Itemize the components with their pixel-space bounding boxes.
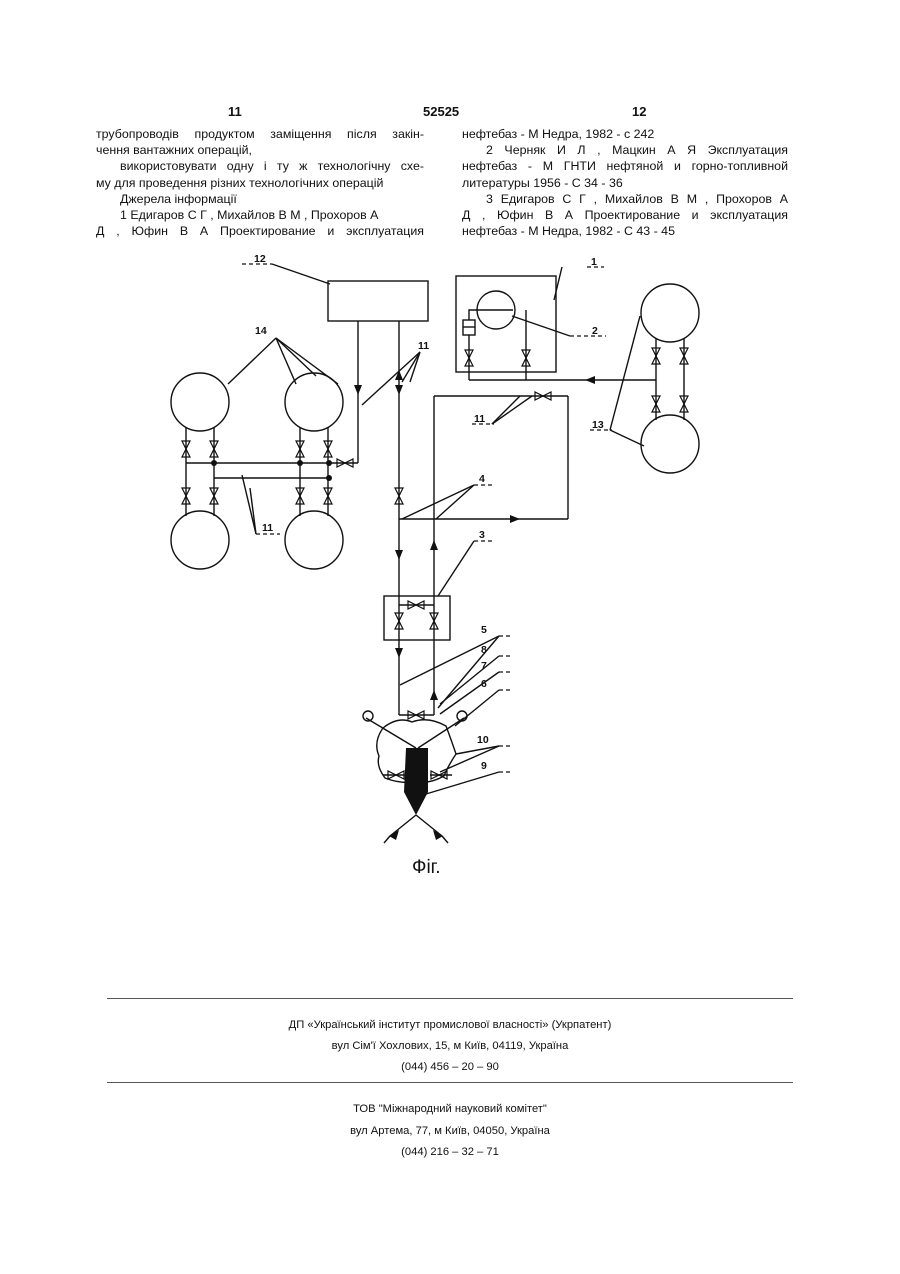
label-2: 2: [592, 325, 598, 337]
reference-item: нефтебаз - М Недра, 1982 - С 43 - 45: [462, 223, 788, 239]
patent-number: 52525: [423, 104, 459, 119]
unit-1-box: [456, 276, 556, 372]
label-7: 7: [481, 660, 487, 672]
label-11-top: 11: [418, 340, 429, 352]
label-4: 4: [479, 473, 485, 485]
divider-bottom: [107, 1082, 793, 1083]
reference-item: 1 Едигаров С Г , Михайлов В М , Прохоров…: [96, 207, 424, 223]
label-9: 9: [481, 760, 487, 772]
label-3: 3: [479, 529, 485, 541]
tank-14-a: [171, 373, 229, 431]
divider-top: [107, 998, 793, 999]
printer-address: вул Артема, 77, м Київ, 04050, Україна: [0, 1125, 900, 1137]
publisher-phone: (044) 456 – 20 – 90: [0, 1061, 900, 1073]
reference-item: Д , Юфин В А Проектирование и эксплуатац…: [462, 207, 788, 223]
tank-13-bottom: [641, 415, 699, 473]
right-text-column: нефтебаз - М Недра, 1982 - с 242 2 Черня…: [462, 126, 788, 239]
technical-diagram: 12 1 2 14 11 11 13 4 3 11 5 8 7 6 10 9 Ф…: [0, 250, 900, 890]
reference-item: нефтебаз - М Недра, 1982 - с 242: [462, 126, 788, 142]
left-text-column: трубопроводів продуктом заміщення після …: [96, 126, 424, 239]
tank-14-c: [171, 511, 229, 569]
right-page-number: 12: [632, 104, 646, 119]
tank-13-top: [641, 284, 699, 342]
text-line: використовувати одну і ту ж технологічну…: [96, 158, 424, 174]
reference-item: Д , Юфин В А Проектирование и эксплуатац…: [96, 223, 424, 239]
label-10: 10: [477, 734, 489, 746]
unit-12-box: [328, 281, 428, 321]
label-13: 13: [592, 419, 604, 431]
publisher-name: ДП «Український інститут промислової вла…: [0, 1019, 900, 1031]
references-heading: Джерела інформації: [96, 191, 424, 207]
label-1: 1: [591, 256, 597, 268]
publisher-address: вул Сім'ї Хохлових, 15, м Київ, 04119, У…: [0, 1040, 900, 1052]
figure-caption: Фіг.: [412, 857, 441, 878]
reference-item: 2 Черняк И Л , Мацкин А Я Эксплуатация: [462, 142, 788, 158]
reference-item: литературы 1956 - С 34 - 36: [462, 175, 788, 191]
label-14: 14: [255, 325, 267, 337]
reference-item: нефтебаз - М ГНТИ нефтяной и горно-топли…: [462, 158, 788, 174]
label-5: 5: [481, 624, 487, 636]
reference-item: 3 Едигаров С Г , Михайлов В М , Прохоров…: [462, 191, 788, 207]
printer-phone: (044) 216 – 32 – 71: [0, 1146, 900, 1158]
label-12: 12: [254, 253, 266, 265]
text-line: трубопроводів продуктом заміщення після …: [96, 126, 424, 142]
left-page-number: 11: [228, 104, 242, 119]
label-11-mid: 11: [474, 413, 485, 425]
text-line: чення вантажних операцій,: [96, 142, 424, 158]
label-11-left: 11: [262, 522, 273, 534]
valve-box-3: [384, 596, 450, 640]
label-8: 8: [481, 644, 487, 656]
riser-column: [404, 748, 428, 815]
label-6: 6: [481, 678, 487, 690]
text-line: му для проведення різних технологічних о…: [96, 175, 424, 191]
printer-name: ТОВ "Міжнародний науковий комітет": [0, 1103, 900, 1115]
tank-14-d: [285, 511, 343, 569]
